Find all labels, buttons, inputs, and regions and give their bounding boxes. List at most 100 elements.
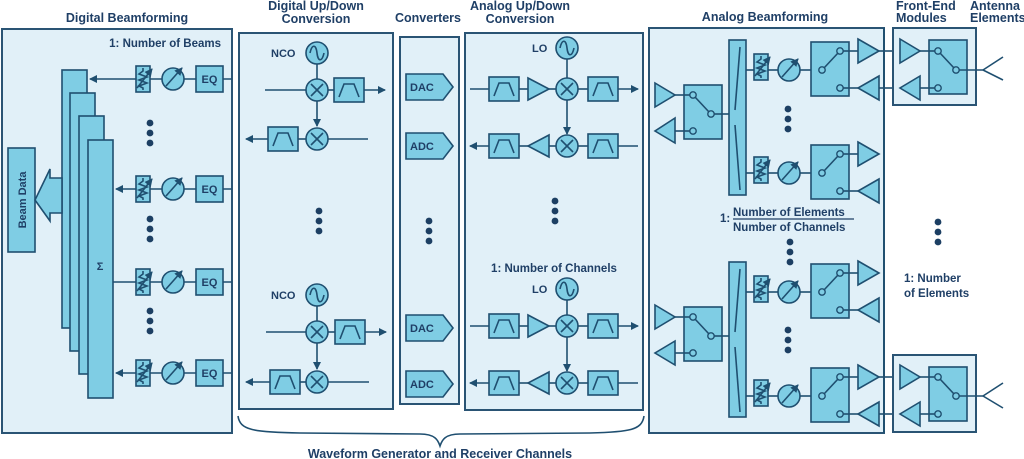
ellipsis-icon xyxy=(784,105,792,133)
beam-data-arrow xyxy=(34,168,63,224)
digital-updown-title-line1: Digital Up/Down xyxy=(268,0,364,13)
eq-label: EQ xyxy=(202,277,218,289)
adc-block: ADC xyxy=(405,132,455,160)
beam-data-block xyxy=(7,147,36,253)
antenna-element-icon xyxy=(982,56,1004,81)
digital-beamforming-title: Digital Beamforming xyxy=(66,11,188,25)
antenna-title-line1: Antenna xyxy=(970,0,1021,13)
attenuator-icon xyxy=(136,269,152,295)
mixer-icon xyxy=(555,371,579,395)
eq-block xyxy=(195,359,224,387)
ellipsis-icon xyxy=(315,207,323,235)
attenuator-icon xyxy=(136,360,152,386)
lo-oscillator-icon xyxy=(555,36,579,60)
bandpass-filter-icon xyxy=(488,76,520,102)
analog-updown-channel: LO xyxy=(469,277,639,396)
bandpass-filter-icon xyxy=(267,126,299,152)
attenuator-icon xyxy=(754,276,770,302)
mixer-icon xyxy=(555,77,579,101)
dac-label: DAC xyxy=(410,323,434,335)
analog-bf-subarray xyxy=(653,37,881,205)
phase-shifter-icon xyxy=(778,281,800,303)
phase-shifter-icon xyxy=(162,68,184,90)
bandpass-filter-icon xyxy=(488,370,520,396)
digital-updown-channel: NCO xyxy=(245,41,386,152)
eq-block xyxy=(195,268,224,296)
nco-oscillator-icon xyxy=(305,283,329,307)
eq-label: EQ xyxy=(202,184,218,196)
tx-amplifier-icon xyxy=(857,37,881,65)
phase-shifter-icon xyxy=(778,162,800,184)
analog-updown-title-line1: Analog Up/Down xyxy=(470,0,570,13)
amplifier-icon xyxy=(527,76,551,102)
rx-amplifier-icon xyxy=(856,177,880,205)
ratio-numerator: Number of Elements xyxy=(733,207,845,219)
front-end-module xyxy=(892,27,983,106)
tx-amplifier-icon xyxy=(654,81,677,109)
number-of-channels-label: 1: Number of Channels xyxy=(491,263,617,275)
antenna-element-icon xyxy=(982,382,1004,409)
bandpass-filter-icon xyxy=(488,313,520,339)
attenuator-icon xyxy=(136,66,152,92)
phase-shifter-icon xyxy=(162,178,184,200)
digital-bf-channel-row: EQ xyxy=(115,175,232,203)
bandpass-filter-icon xyxy=(587,133,619,159)
waveform-brace xyxy=(237,415,645,449)
amplifier-icon xyxy=(526,370,550,396)
bandpass-filter-icon xyxy=(333,77,365,103)
eq-label: EQ xyxy=(202,368,218,380)
bandpass-filter-icon xyxy=(587,313,619,339)
analog-bf-subarray xyxy=(653,259,881,428)
rx-amplifier-icon xyxy=(856,296,880,324)
dac-block: DAC xyxy=(405,73,455,101)
attenuator-icon xyxy=(136,176,152,202)
tx-amplifier-icon xyxy=(857,363,881,391)
power-divider xyxy=(728,39,747,196)
bandpass-filter-icon xyxy=(269,369,301,395)
ellipsis-icon xyxy=(551,197,559,225)
eq-label: EQ xyxy=(202,74,218,86)
mixer-icon xyxy=(305,370,329,394)
nco-label: NCO xyxy=(271,48,296,60)
phase-shifter-icon xyxy=(778,385,800,407)
bandpass-filter-icon xyxy=(334,319,366,345)
number-of-beams-label: 1: Number of Beams xyxy=(109,38,221,50)
adc-label: ADC xyxy=(410,379,434,391)
adc-label: ADC xyxy=(410,141,434,153)
mixer-icon xyxy=(555,134,579,158)
ratio-denominator: Number of Channels xyxy=(733,222,845,234)
tx-amplifier-icon xyxy=(899,37,922,65)
adc-block: ADC xyxy=(405,370,455,398)
converters-panel: DAC ADC DAC ADC xyxy=(399,36,460,405)
nco-label: NCO xyxy=(271,290,296,302)
ellipsis-icon xyxy=(786,238,794,266)
digital-bf-channel-row: EQ xyxy=(89,65,232,93)
amplifier-icon xyxy=(527,313,551,339)
dac-label: DAC xyxy=(410,82,434,94)
bandpass-filter-icon xyxy=(587,76,619,102)
tx-amplifier-icon xyxy=(857,140,881,168)
mixer-icon xyxy=(305,78,329,102)
frontend-title-line1: Front-End xyxy=(896,0,956,13)
ellipsis-icon xyxy=(934,218,942,246)
bandpass-filter-icon xyxy=(488,133,520,159)
eq-block xyxy=(195,65,224,93)
digital-beamforming-panel: 1: Number of Beams Σ Beam Data EQ EQ xyxy=(1,28,233,434)
analog-updown-panel: LO 1: Number of Channels xyxy=(464,32,644,411)
analog-beamforming-title: Analog Beamforming xyxy=(702,10,828,24)
analog-beamforming-panel: 1: Number of Elements Number of Channels xyxy=(648,27,885,434)
attenuator-icon xyxy=(754,54,770,80)
antenna-title-line2: Elements xyxy=(970,11,1024,25)
waveform-caption: Waveform Generator and Receiver Channels xyxy=(308,447,572,459)
ellipsis-icon xyxy=(146,215,154,243)
digital-bf-channel-row: EQ xyxy=(113,268,232,296)
sigma-label: Σ xyxy=(97,261,104,273)
ellipsis-icon xyxy=(784,326,792,354)
digital-bf-channel-row: EQ xyxy=(115,359,232,387)
trx-switch xyxy=(928,39,968,95)
lo-oscillator-icon xyxy=(555,277,579,301)
eq-block xyxy=(195,175,224,203)
tx-amplifier-icon xyxy=(654,303,677,331)
frontend-title-line2: Modules xyxy=(896,11,947,25)
